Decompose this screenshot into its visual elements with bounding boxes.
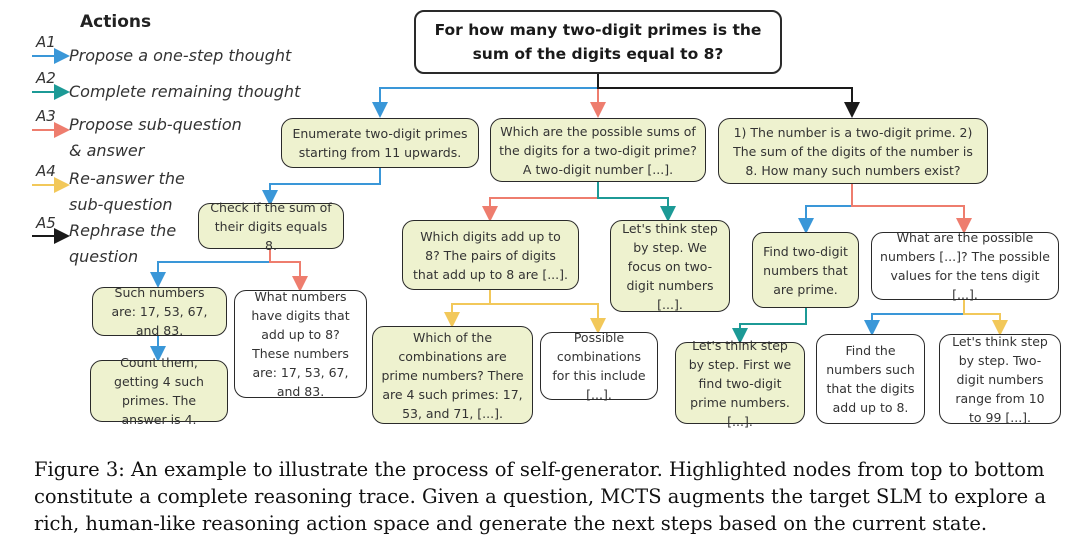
node-count-answer: Count them, getting 4 such primes. The a…: [90, 355, 228, 427]
root-question-node: For how many two-digit primes is the sum…: [414, 10, 782, 74]
edge-n1-n1a: [262, 168, 381, 206]
legend-label-a2: Complete remaining thought: [69, 82, 301, 101]
node-find-two-digit-primes: Find two-digit numbers that are prime.: [752, 232, 859, 308]
figure-caption: Figure 3: An example to illustrate the p…: [34, 458, 1046, 535]
node-step-by-step-two-digit: Let's think step by step. We focus on tw…: [610, 220, 730, 312]
legend-label-a1: Propose a one-step thought: [69, 46, 292, 65]
node-range-10-99: Let's think step by step. Two-digit numb…: [939, 334, 1061, 425]
edge-n1a-n1a2: [269, 248, 308, 292]
edge-n2-n2a: [482, 182, 599, 222]
node-check-digit-sum: Check if the sum of their digits equals …: [198, 200, 344, 253]
node-prime-combinations: Which of the combinations are prime numb…: [372, 326, 533, 424]
node-digits-add-up: What numbers have digits that add up to …: [234, 289, 367, 399]
edge-n3a-n3a1: [732, 308, 807, 344]
edge-n3-n3b: [851, 184, 972, 234]
edge-root-n1: [372, 74, 599, 118]
node-possible-combinations: Possible combinations for this include […: [540, 330, 658, 402]
legend-code-a4: A4: [36, 162, 56, 180]
legend-label-a3: Propose sub-question & answer: [69, 115, 242, 160]
legend-title: Actions: [80, 12, 152, 32]
node-rephrased-question: 1) The number is a two-digit prime. 2) T…: [718, 118, 988, 184]
reasoning-tree-connectors: [32, 48, 1008, 362]
edge-n2a-n2a1: [444, 290, 491, 328]
edge-root-n3: [597, 74, 860, 118]
node-which-digits: Which digits add up to 8? The pairs of d…: [402, 220, 579, 290]
legend-code-a1: A1: [36, 33, 56, 51]
node-possible-values: What are the possible numbers [...]? The…: [871, 230, 1059, 302]
node-such-numbers: Such numbers are: 17, 53, 67, and 83.: [92, 285, 227, 338]
legend-code-a5: A5: [36, 214, 56, 232]
edge-n3b-n3b1: [864, 300, 965, 336]
node-possible-sums: Which are the possible sums of the digit…: [490, 118, 706, 182]
node-find-numbers-digits: Find the numbers such that the digits ad…: [816, 334, 925, 424]
edge-n2-n2b: [597, 182, 676, 222]
legend-code-a3: A3: [36, 107, 56, 125]
legend-label-a5: Rephrase the question: [69, 221, 177, 266]
node-enumerate-primes: Enumerate two-digit primes starting from…: [281, 118, 479, 168]
node-first-find-primes: Let's think step by step. First we find …: [675, 338, 805, 429]
edge-n3-n3a: [798, 184, 853, 234]
edge-n2a-n2a2: [489, 290, 606, 334]
legend-arrows: [32, 48, 70, 244]
legend-code-a2: A2: [36, 69, 56, 87]
edge-n3b-n3b2: [963, 300, 1008, 336]
legend-label-a4: Re-answer the sub-question: [69, 169, 185, 214]
